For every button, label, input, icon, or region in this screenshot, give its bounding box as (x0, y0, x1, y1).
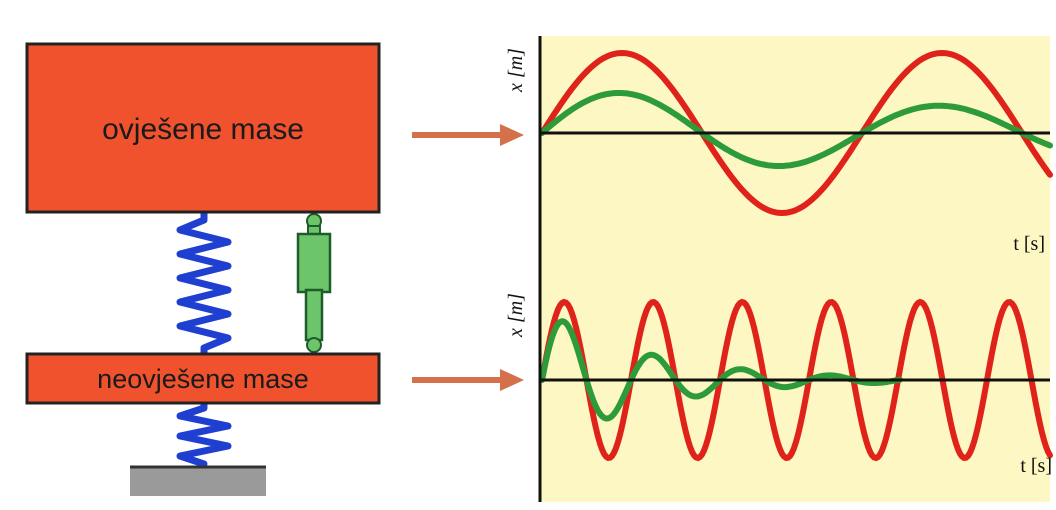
top-undamped-curve (539, 49, 1053, 217)
plot-background (540, 36, 1050, 502)
bottom-x-axis-label: t [s] (1020, 455, 1052, 477)
bottom-y-axis-label: x [m] (505, 293, 527, 338)
bottom-undamped-curve (539, 298, 1053, 462)
suspension-diagram: ovješene mase neovješene mase (25, 42, 524, 496)
sprung-mass-block (25, 42, 381, 214)
unsprung-mass-block (25, 352, 381, 405)
ground-block (130, 466, 266, 496)
top-x-axis-label: t [s] (1013, 233, 1045, 255)
arrow-bottom (412, 369, 524, 391)
sprung-mass-label: ovješene mase (102, 113, 304, 146)
top-y-axis-label: x [m] (505, 48, 527, 93)
shock-absorber (296, 213, 332, 353)
arrow-top (412, 124, 524, 146)
bottom-graph: x [m] t [s] (505, 293, 1053, 477)
unsprung-mass-label: neovješene mase (97, 364, 309, 394)
top-graph: x [m] t [s] (505, 48, 1053, 255)
upper-spring (176, 208, 232, 360)
lower-spring (176, 398, 232, 468)
top-damped-curve (539, 90, 1053, 169)
